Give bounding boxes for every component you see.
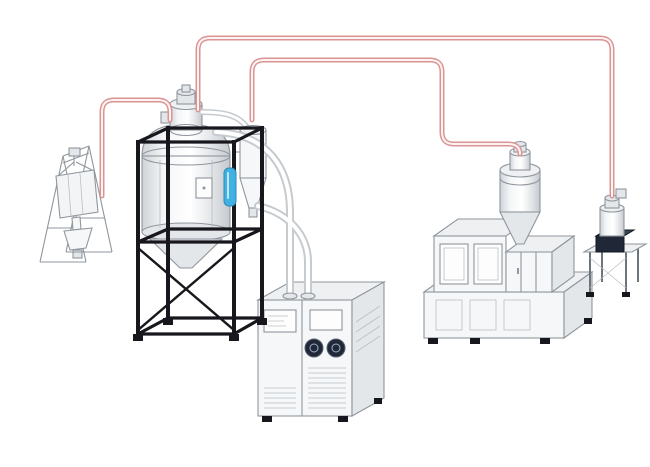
dehumidifying-dryer [255,281,387,422]
tube-hopper-to-machine [249,57,523,157]
stand-cross-braces [136,246,236,332]
stand-base-rails [135,315,265,337]
machine-hopper-band [499,177,541,186]
machine-feet [428,318,592,344]
machine-hopper-dryer [499,140,541,245]
hoist-trolley [68,147,81,157]
discharge-outlet [72,249,83,259]
cyclone-outlet [248,207,258,218]
bulk-bag [55,169,99,219]
cabinet-door-seams [520,252,537,292]
hopper-stand [133,125,267,341]
pipe-collar-right [300,292,316,300]
process-air-pipes [212,128,316,300]
loader-stand-braces [589,257,627,289]
big-bag-unloading-station [39,145,113,263]
machine-base-front [423,291,565,339]
dryer-gauge-left [304,338,324,358]
loader-elbow-pipe-core [200,110,248,128]
station-base [40,251,112,263]
loader-base-box-front [595,235,625,253]
hopper-bottom-ring [141,222,231,242]
injection-unit-side [551,234,575,294]
stand-mid-rails [135,226,265,245]
drying-hopper-unit [141,84,267,269]
stand-legs [136,126,264,336]
loader-motor [615,188,627,199]
tube-core [252,60,520,154]
panel-latch [202,186,206,190]
safety-guard-window-left [439,243,469,285]
vent-grille-right [308,367,346,409]
door-handle [517,268,519,274]
dryer-feet [262,398,382,422]
side-louvers [355,305,381,353]
pipe-collar-left [282,292,298,300]
loader-feet [586,292,630,297]
bag-creases [67,172,84,217]
bag-lift-loops [57,161,93,177]
stand-top-rails [135,125,265,145]
hopper-body [141,155,231,233]
vent-grille-left [264,387,296,409]
base-doors [435,299,531,331]
hopper-flange [141,146,231,166]
vacuum-loader-on-stand [581,188,649,297]
control-panel-lines [268,315,288,327]
injection-molding-machine [422,218,594,344]
hopper-loader-knob [181,84,191,93]
injection-unit-front [505,251,553,293]
filter-access-panel [309,309,343,331]
discharge-hopper [63,227,93,251]
stand-feet [133,318,267,341]
safety-guard-window-right [473,243,503,285]
bag-spout [71,216,82,231]
loader-stand-legs [589,244,639,292]
dryer-gauge-right [326,338,346,358]
blue-valve [223,167,237,207]
dryer-side-face [351,281,385,417]
